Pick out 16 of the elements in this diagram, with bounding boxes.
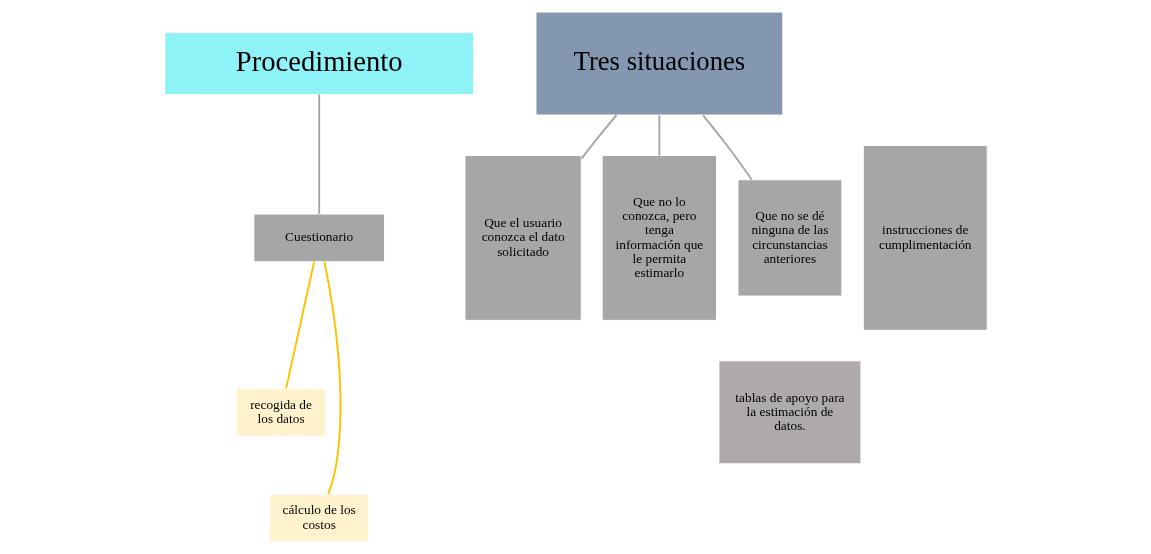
connector xyxy=(284,260,315,390)
connector xyxy=(579,114,617,160)
node-box: instrucciones de cumplimentación xyxy=(862,145,988,331)
node-box: Que no lo conozca, pero tenga información que le permita estimarlo xyxy=(601,155,717,321)
connector xyxy=(317,93,320,215)
node-box: tablas de apoyo para la estimación de datos. xyxy=(717,360,861,465)
node-box: Tres situaciones xyxy=(535,11,783,116)
node-box: recogida de los datos xyxy=(235,388,326,437)
node-box: Que el usuario conozca el dato solicitado xyxy=(464,155,582,321)
connector xyxy=(657,114,660,157)
node-box: Procedimiento xyxy=(163,32,474,95)
node-box: Que no se dé ninguna de las circunstancias anteriores xyxy=(737,179,842,297)
node-box: cálculo de los costos xyxy=(268,493,369,543)
connector xyxy=(701,114,753,181)
connector xyxy=(323,261,341,496)
node-box: Cuestionario xyxy=(252,213,385,263)
